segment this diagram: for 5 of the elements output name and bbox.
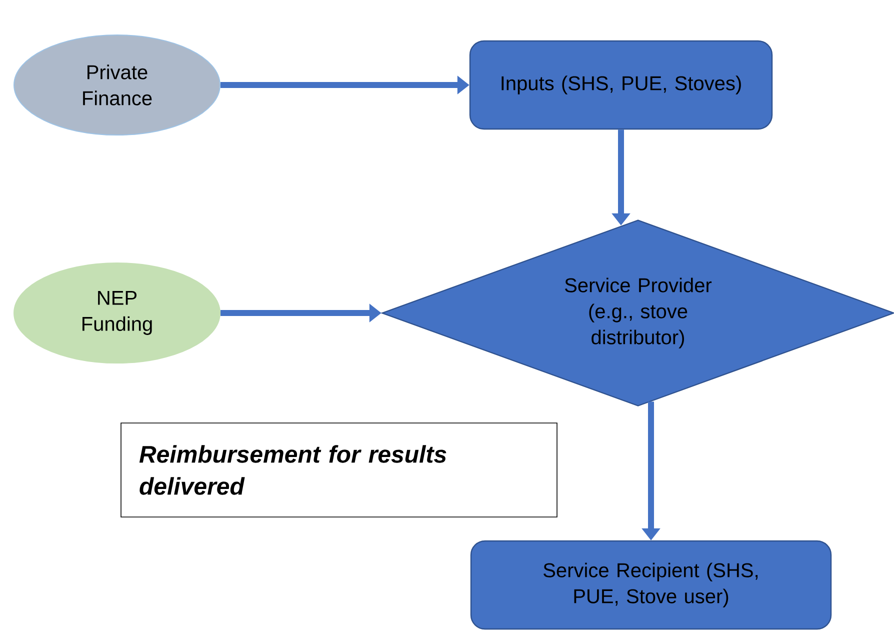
process-box: Inputs (SHS, PUE, Stoves)	[469, 40, 773, 130]
oval-node: Private Finance	[14, 34, 220, 136]
note-box: Reimbursement for results delivered	[120, 422, 558, 518]
oval-node: NEP Funding	[14, 262, 220, 364]
process-box: Service Recipient (SHS, PUE, Stove user)	[470, 540, 832, 630]
